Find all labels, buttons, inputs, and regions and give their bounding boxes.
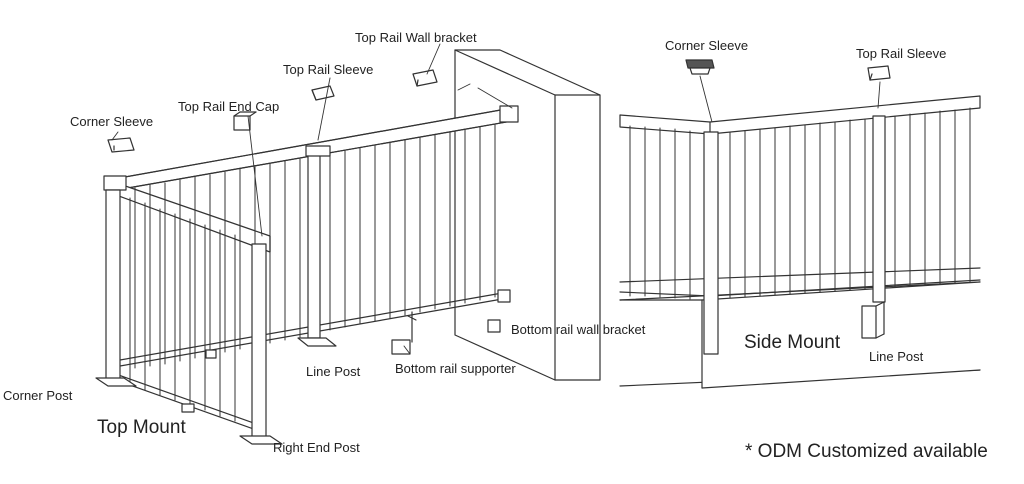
leader-lines-left [111,43,513,355]
label-right-end-post: Right End Post [273,440,360,455]
long-side-balusters [134,123,496,369]
label-corner-post: Corner Post [3,388,73,403]
label-top-rail-end-cap: Top Rail End Cap [178,99,280,114]
top-rail-end-cap-part [233,111,257,131]
label-right-top-rail-sleeve: Top Rail Sleeve [856,46,947,61]
right-balusters-left-segment [629,125,691,300]
top-rail-wall-bracket-part [412,69,438,87]
top-rail-sleeve-part [311,85,335,101]
label-right-corner-sleeve: Corner Sleeve [665,38,749,53]
title-top-mount: Top Mount [97,417,186,438]
short-side-balusters [129,197,236,422]
right-balusters-right-segment [729,107,971,299]
right-corner-post [703,131,719,355]
bottom-rail-wall-bracket-part [487,319,501,333]
bottom-rail-supporter-part [391,311,417,355]
rail-sleeve [305,145,331,157]
right-bottom-rail [619,291,711,297]
short-bottom-rail [109,371,263,427]
title-side-mount: Side Mount [744,332,841,353]
right-line-post [861,115,886,339]
deck-slab [619,267,981,389]
label-right-line-post: Line Post [869,349,924,364]
right-top-rail [619,95,981,135]
right-corner-sleeve-part [685,59,715,75]
label-bottom-rail-wall-bracket: Bottom rail wall bracket [511,322,646,337]
corner-sleeve-part [107,137,135,153]
label-bottom-rail-supporter: Bottom rail supporter [395,361,516,376]
label-line-post: Line Post [306,364,361,379]
label-corner-sleeve: Corner Sleeve [70,114,154,129]
short-top-rail [107,179,271,253]
right-end-post [239,243,283,445]
footnote-odm: * ODM Customized available [745,441,988,462]
label-top-rail-sleeve: Top Rail Sleeve [283,62,374,77]
wall-block [454,49,601,381]
leader-lines-right [699,75,881,123]
corner-cap [103,175,127,191]
right-top-rail-sleeve-part [867,65,891,81]
label-top-rail-wall-bracket: Top Rail Wall bracket [355,30,477,45]
corner-post [95,189,137,387]
